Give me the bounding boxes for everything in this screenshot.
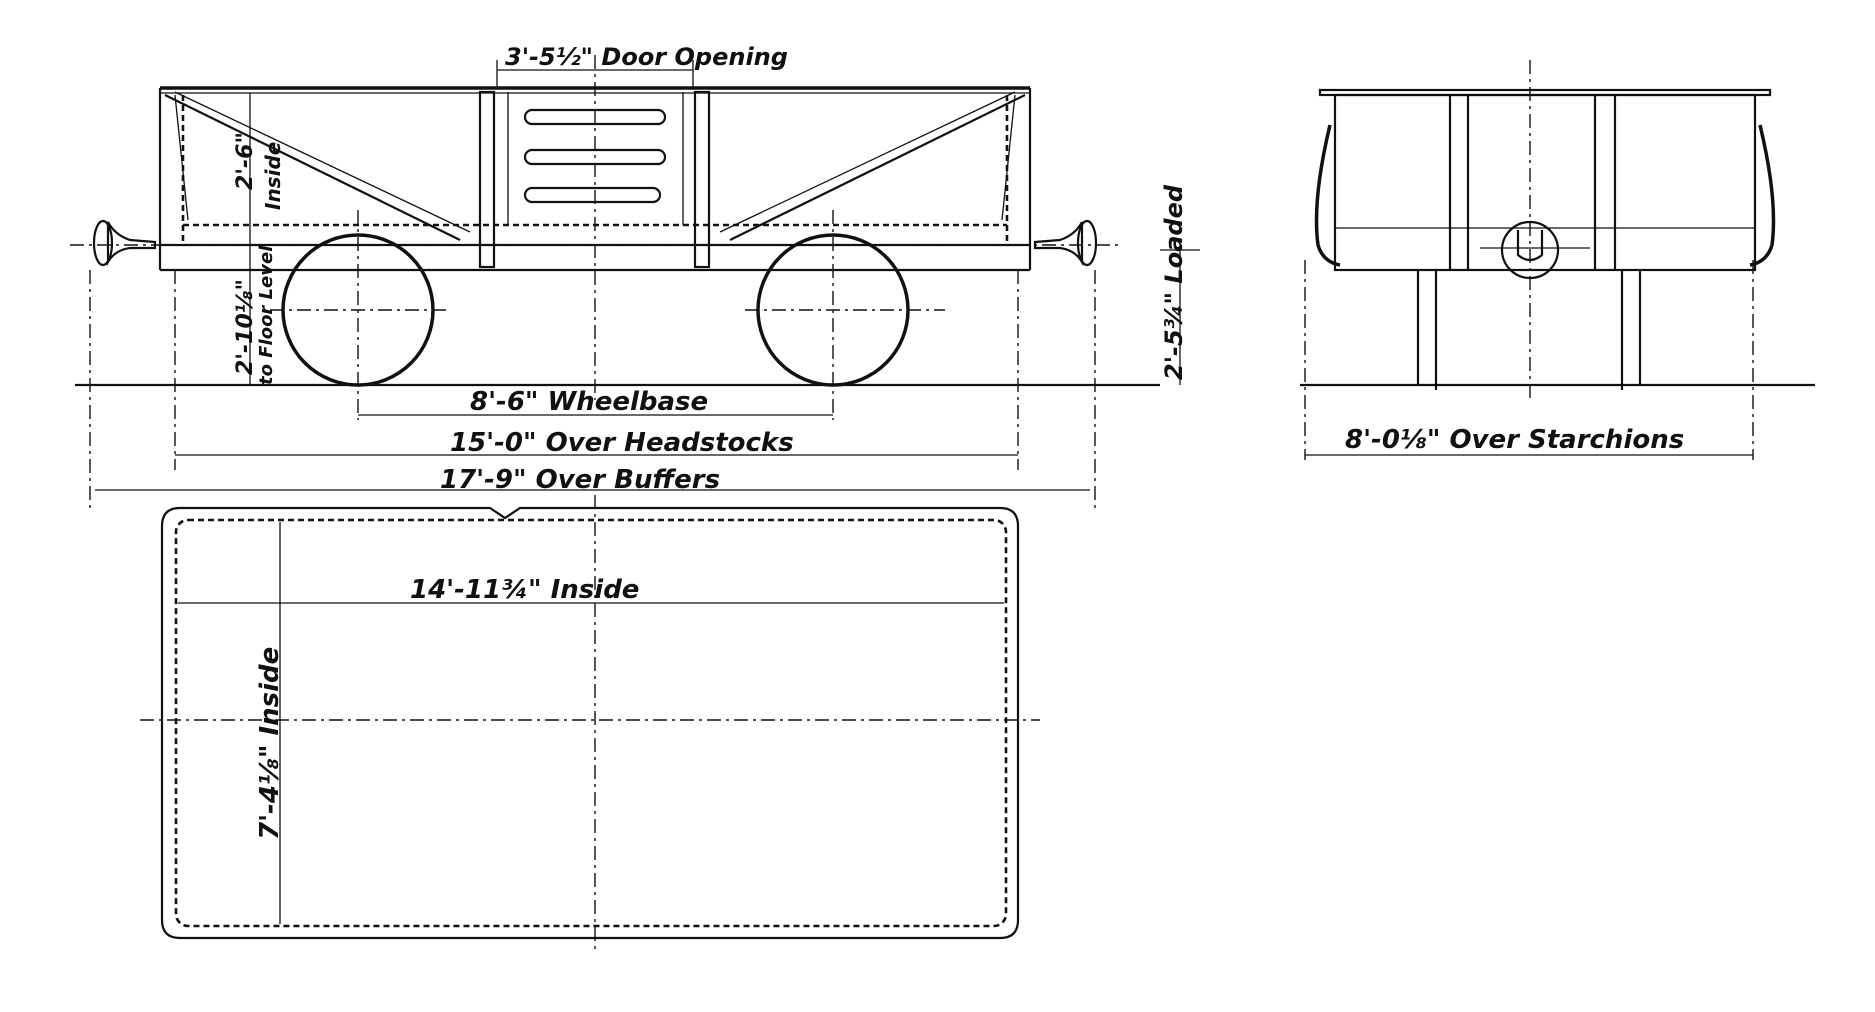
side-elevation: 3'-5½" Door Opening 2'-6" Inside 2'-10⅛"… <box>70 43 1200 510</box>
inside-height-note: Inside <box>261 142 285 210</box>
end-body <box>1333 93 1757 272</box>
plan-inside <box>174 518 1008 928</box>
inside-height-label: 2'-6" <box>233 132 258 190</box>
over-headstocks-label: 15'-0" Over Headstocks <box>450 428 794 458</box>
end-elevation: 8'-0⅛" Over Starchions <box>1300 60 1815 460</box>
over-starchions-label: 8'-0⅛" Over Starchions <box>1345 425 1684 455</box>
door-stanchion-left <box>478 90 496 269</box>
inside-width-label: 7'-4⅛" Inside <box>255 647 285 840</box>
end-side-left <box>1314 124 1341 267</box>
floor-height-note: to Floor Level <box>256 245 277 385</box>
inside-length-label: 14'-11¾" Inside <box>410 575 639 605</box>
wheelbase-label: 8'-6" Wheelbase <box>470 387 708 417</box>
buffer-left <box>92 219 157 267</box>
end-side-right <box>1749 124 1776 267</box>
diagonal-brace-right <box>729 94 1026 241</box>
plan-view: 14'-11¾" Inside 7'-4⅛" Inside <box>140 495 1040 950</box>
door-stanchion-right <box>693 90 711 269</box>
door-slot-3 <box>523 186 662 204</box>
loaded-height-label: 2'-5¾" Loaded <box>1160 184 1188 380</box>
diagonal-brace-left <box>164 94 461 241</box>
buffer-right <box>1033 219 1098 267</box>
plan-outline <box>160 506 1020 940</box>
door-opening-label: 3'-5½" Door Opening <box>505 43 788 71</box>
over-buffers-label: 17'-9" Over Buffers <box>440 465 720 495</box>
floor-height-label: 2'-10⅛" <box>233 279 258 375</box>
